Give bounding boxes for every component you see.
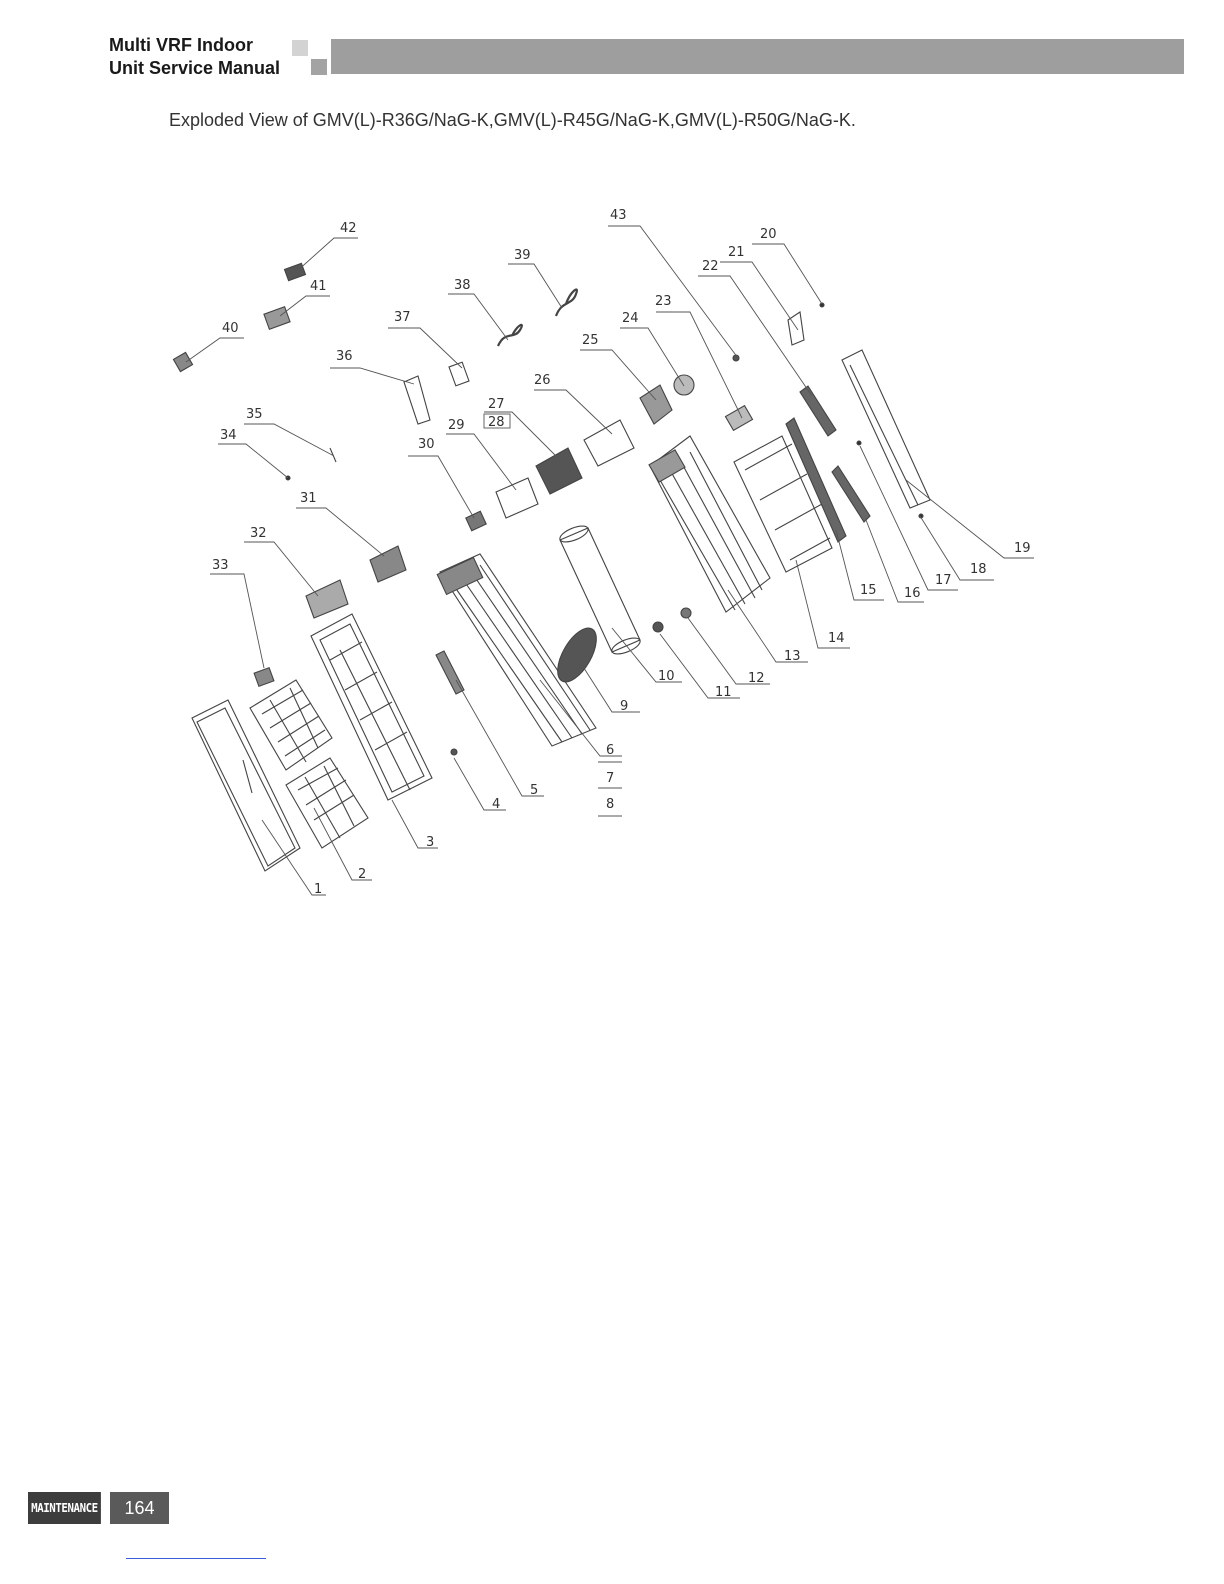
- part-label: 24: [622, 311, 639, 326]
- part-label: 30: [418, 437, 435, 452]
- part-guide-louver-lower: [832, 466, 870, 522]
- part-fan-motor: [674, 375, 694, 395]
- part-label: 9: [620, 699, 628, 714]
- part-label: 13: [784, 649, 801, 664]
- part-label: 1: [314, 882, 322, 897]
- part-label: 25: [582, 333, 599, 348]
- part-label: 36: [336, 349, 353, 364]
- part-label: 4: [492, 797, 500, 812]
- footer-divider: [126, 1558, 266, 1559]
- part-receiver-board: [173, 352, 192, 371]
- part-label: 15: [860, 583, 877, 598]
- part-shield-cover: [404, 376, 430, 424]
- part-label: 12: [748, 671, 765, 686]
- part-crank: [788, 312, 804, 345]
- part-display-board: [254, 668, 274, 687]
- part-screw-4: [451, 749, 457, 755]
- part-label: 11: [715, 685, 732, 700]
- part-label: 20: [760, 227, 777, 242]
- part-label: 22: [702, 259, 719, 274]
- part-display-cover: [306, 580, 348, 618]
- part-cross-flow-fan: [558, 523, 642, 657]
- part-label: 42: [340, 221, 357, 236]
- part-label: 26: [534, 373, 551, 388]
- part-label: 8: [606, 797, 614, 812]
- part-label: 32: [250, 526, 267, 541]
- part-label: 43: [610, 208, 627, 223]
- part-label: 3: [426, 835, 434, 850]
- part-fan-bushing: [681, 608, 691, 618]
- part-label: 6: [606, 743, 614, 758]
- part-connecting-cable-38: [498, 325, 522, 346]
- part-stepping-motor-holder: [725, 406, 752, 431]
- part-capacitor: [466, 511, 486, 530]
- part-label: 16: [904, 586, 921, 601]
- part-label: 40: [222, 321, 239, 336]
- part-terminal-board: [496, 478, 538, 518]
- part-label: 29: [448, 418, 465, 433]
- part-label: 7: [606, 771, 614, 786]
- part-label: 34: [220, 428, 237, 443]
- part-label: 10: [658, 669, 675, 684]
- part-label: 5: [530, 783, 538, 798]
- part-label: 21: [728, 245, 745, 260]
- part-label: 23: [655, 294, 672, 309]
- part-label: 19: [1014, 541, 1031, 556]
- part-bearing: [653, 622, 663, 632]
- part-label: 37: [394, 310, 411, 325]
- part-label: 35: [246, 407, 263, 422]
- part-label: 41: [310, 279, 327, 294]
- part-screw-17: [857, 441, 861, 445]
- part-label: 17: [935, 573, 952, 588]
- part-filter-lower: [286, 758, 368, 848]
- part-wifi-box: [264, 307, 290, 330]
- part-label: 38: [454, 278, 471, 293]
- part-label: 18: [970, 562, 987, 577]
- part-motor-clamp: [640, 385, 672, 424]
- part-filter-upper: [250, 680, 332, 770]
- part-label: 33: [212, 558, 229, 573]
- part-guide-louver: [842, 350, 930, 508]
- section-tag: MAINTENANCE: [28, 1492, 101, 1524]
- part-label: 39: [514, 248, 531, 263]
- part-label: 31: [300, 491, 317, 506]
- part-label: 2: [358, 867, 366, 882]
- page-number: 164: [110, 1492, 169, 1524]
- part-main-board: [370, 546, 406, 582]
- part-electric-box: [536, 448, 582, 494]
- part-label: 27: [488, 397, 505, 412]
- part-electric-box-cover: [584, 420, 634, 466]
- part-label: 14: [828, 631, 845, 646]
- part-guide-louver-upper: [800, 386, 836, 436]
